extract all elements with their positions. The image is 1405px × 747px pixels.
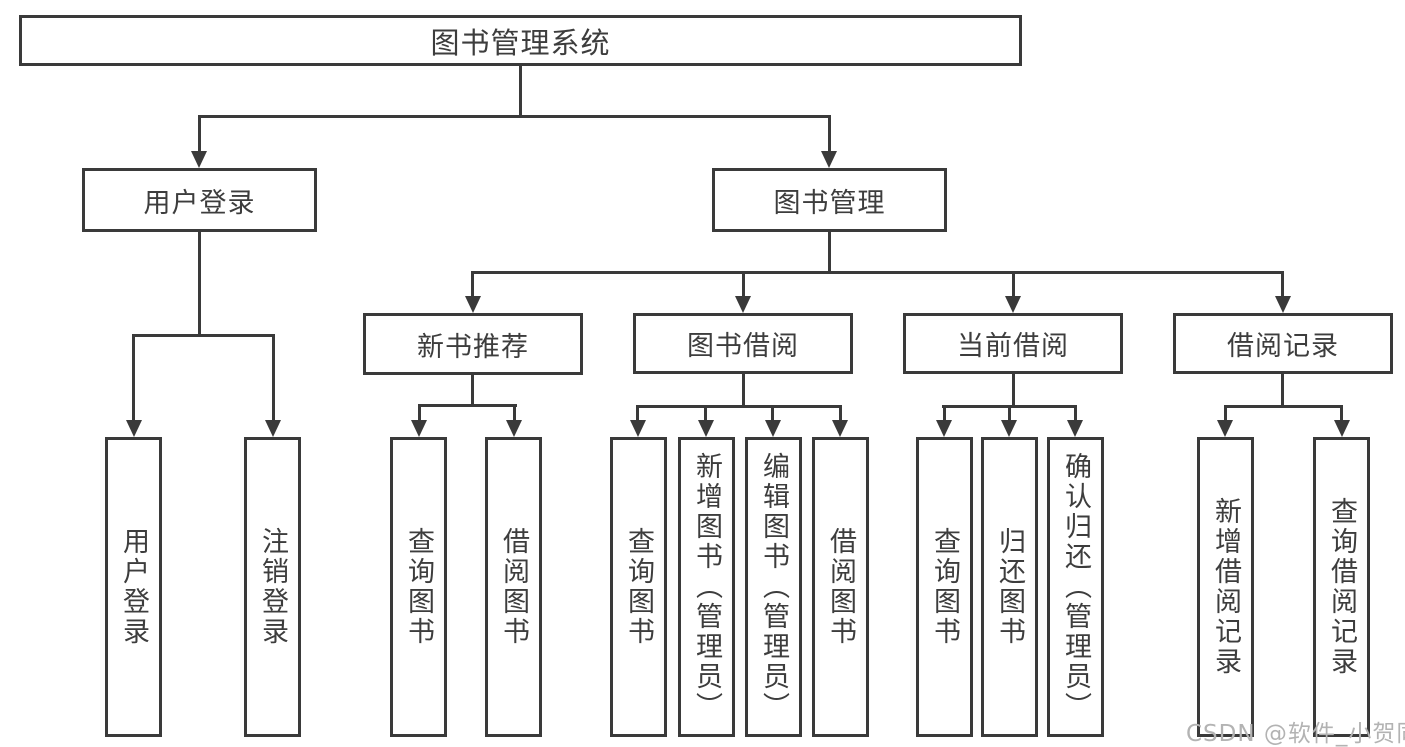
arrowhead-down-icon [765,420,781,437]
connector-line [513,404,516,421]
arrowhead-down-icon [506,420,522,437]
connector-line [1281,271,1284,297]
node-library-system: 图书管理系统 [19,15,1022,66]
connector-line [742,374,745,407]
connector-line [1012,374,1015,407]
connector-line [771,405,774,421]
arrowhead-down-icon [265,420,281,437]
leaf-add-borrow-record: 新增借阅记录 [1197,437,1254,737]
connector-line [828,115,831,151]
node-book-management: 图书管理 [712,168,947,232]
connector-line [943,405,946,421]
arrowhead-down-icon [126,420,142,437]
arrowhead-down-icon [832,420,848,437]
csdn-watermark: CSDN @软件_小贺同学 [1186,721,1405,747]
leaf-logout: 注销登录 [244,437,301,737]
connector-line [471,375,474,406]
node-new-book-recommend: 新书推荐 [363,313,583,375]
arrowhead-down-icon [191,151,207,168]
connector-line [742,271,745,297]
leaf-edit-book-admin: 编辑图书（管理员） [745,437,802,737]
connector-line [1224,405,1227,421]
connector-line [1074,405,1077,421]
connector-line [1224,405,1343,408]
connector-line [198,115,831,118]
connector-line [1012,271,1015,297]
connector-line [636,405,639,421]
connector-line [418,404,421,421]
leaf-borrow-books: 借阅图书 [812,437,869,737]
leaf-query-books-recommend: 查询图书 [390,437,447,737]
connector-line [1340,405,1343,421]
connector-line [198,115,201,151]
connector-line [704,405,707,421]
connector-line [471,271,474,297]
leaf-query-books-borrow: 查询图书 [610,437,667,737]
leaf-return-book: 归还图书 [981,437,1038,737]
connector-line [828,232,831,274]
arrowhead-down-icon [1217,420,1233,437]
arrowhead-down-icon [465,296,481,313]
node-user-login: 用户登录 [82,168,317,232]
arrowhead-down-icon [1067,420,1083,437]
connector-line [132,334,135,420]
connector-line [839,405,842,421]
node-borrow-records: 借阅记录 [1173,313,1393,374]
leaf-user-login: 用户登录 [105,437,162,737]
arrowhead-down-icon [1275,296,1291,313]
leaf-query-borrow-record: 查询借阅记录 [1313,437,1370,737]
arrowhead-down-icon [630,420,646,437]
leaf-borrow-books-recommend: 借阅图书 [485,437,542,737]
leaf-confirm-return-admin: 确认归还（管理员） [1047,437,1104,737]
connector-line [1281,374,1284,407]
leaf-query-books-current: 查询图书 [916,437,973,737]
connector-line [132,334,275,337]
connector-line [636,405,842,408]
connector-line [1008,405,1011,421]
arrowhead-down-icon [1005,296,1021,313]
leaf-add-book-admin: 新增图书（管理员） [678,437,735,737]
node-current-borrow: 当前借阅 [903,313,1123,374]
arrowhead-down-icon [411,420,427,437]
arrowhead-down-icon [735,296,751,313]
arrowhead-down-icon [1334,420,1350,437]
arrowhead-down-icon [698,420,714,437]
node-book-borrow: 图书借阅 [633,313,853,374]
connector-line [272,334,275,420]
arrowhead-down-icon [821,151,837,168]
connector-line [198,232,201,336]
arrowhead-down-icon [936,420,952,437]
arrowhead-down-icon [1001,420,1017,437]
connector-line [471,271,1284,274]
connector-line [418,404,517,407]
connector-line [519,66,522,117]
